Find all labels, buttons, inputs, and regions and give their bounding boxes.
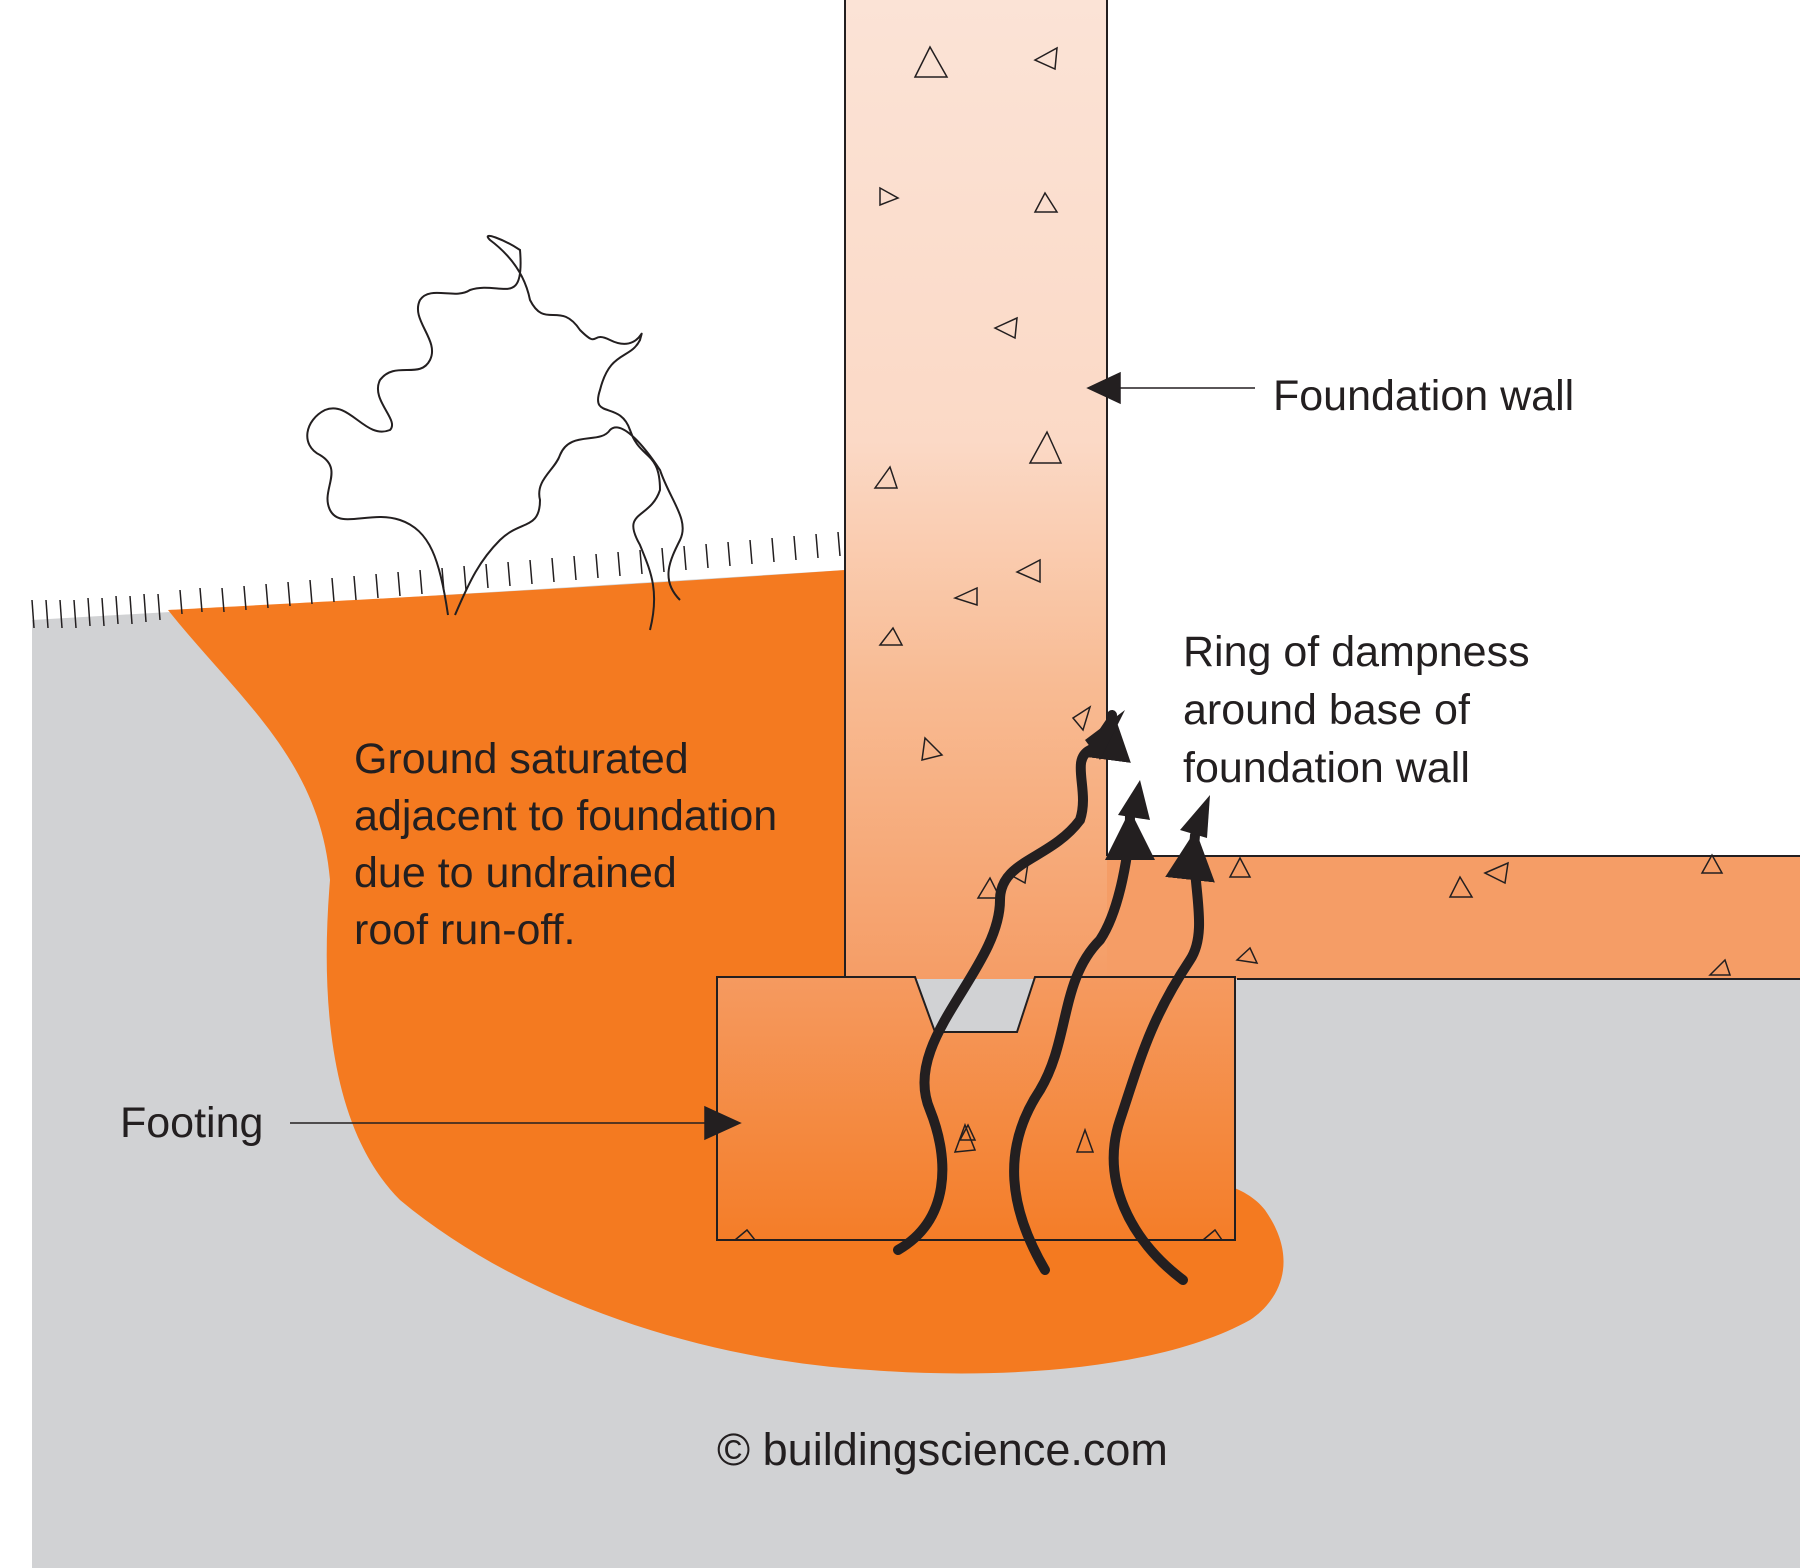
footing — [716, 976, 1236, 1241]
grass-line — [31, 531, 841, 629]
foundation-wall-pointer — [1086, 371, 1121, 405]
foundation-wall — [845, 0, 1107, 979]
foundation-wall-label: Foundation wall — [1273, 372, 1575, 420]
footing-label: Footing — [120, 1099, 264, 1147]
leader-lines — [290, 371, 1255, 1141]
saturated-ground-region — [168, 570, 1284, 1374]
footing-pointer — [704, 1105, 742, 1141]
shrub-sketch — [306, 234, 684, 631]
ring-of-dampness-label: Ring of dampness around base of foundati… — [1183, 628, 1530, 792]
moisture-arrows — [893, 710, 1215, 1285]
floor-slab — [1107, 856, 1800, 979]
moisture-arrowheads — [1085, 710, 1210, 838]
ground-saturated-label: Ground saturated adjacent to foundation … — [354, 735, 778, 954]
copyright-label: © buildingscience.com — [717, 1424, 1168, 1475]
